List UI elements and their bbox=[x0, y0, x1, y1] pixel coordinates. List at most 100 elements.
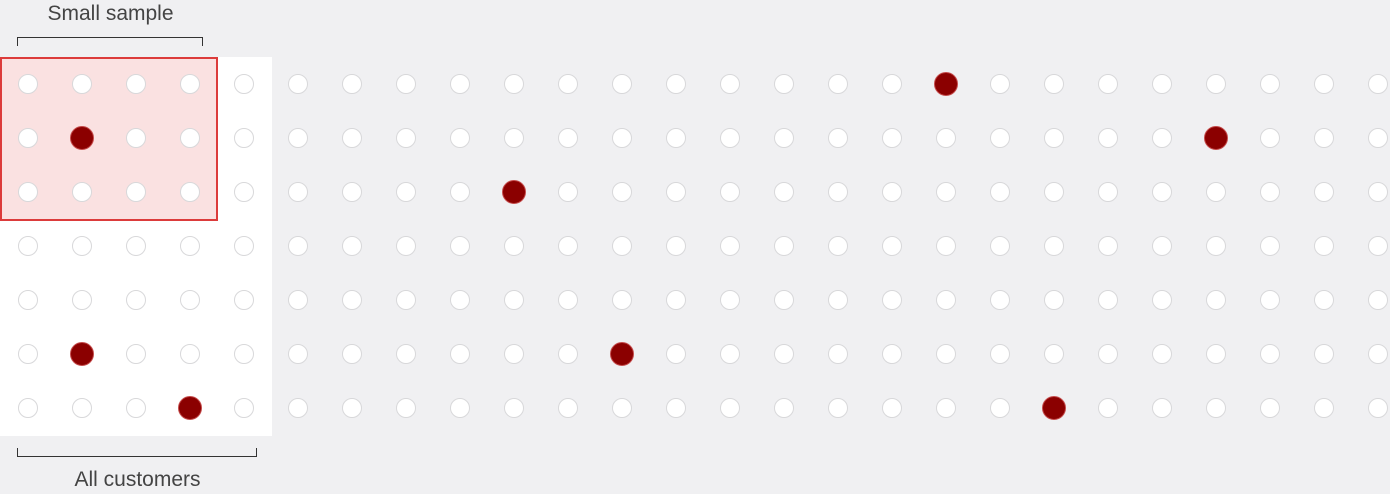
customer-dot bbox=[342, 128, 362, 148]
customer-dot bbox=[558, 398, 578, 418]
customer-dot bbox=[72, 290, 92, 310]
customer-dot bbox=[990, 236, 1010, 256]
all-customers-label: All customers bbox=[74, 468, 201, 491]
customer-dot bbox=[126, 182, 146, 202]
customer-dot bbox=[990, 182, 1010, 202]
customer-dot bbox=[1260, 182, 1280, 202]
customer-dot bbox=[882, 398, 902, 418]
customer-dot bbox=[1152, 344, 1172, 364]
customer-dot bbox=[882, 290, 902, 310]
customer-dot bbox=[612, 74, 632, 94]
customer-dot bbox=[666, 74, 686, 94]
customer-dot bbox=[1098, 344, 1118, 364]
customer-dot bbox=[1152, 182, 1172, 202]
customer-dot bbox=[342, 182, 362, 202]
small-sample-label: Small sample bbox=[47, 2, 174, 25]
customer-dot bbox=[180, 290, 200, 310]
customer-dot bbox=[774, 182, 794, 202]
customer-dot bbox=[1314, 344, 1334, 364]
customer-dot bbox=[1152, 236, 1172, 256]
customer-dot bbox=[612, 398, 632, 418]
customer-dot bbox=[450, 128, 470, 148]
customer-dot bbox=[396, 290, 416, 310]
customer-dot bbox=[1368, 236, 1388, 256]
customer-dot bbox=[1206, 398, 1226, 418]
customer-dot bbox=[720, 344, 740, 364]
customer-dot bbox=[1098, 398, 1118, 418]
customer-dot bbox=[18, 344, 38, 364]
customer-dot bbox=[234, 182, 254, 202]
customer-dot bbox=[936, 398, 956, 418]
customer-dot bbox=[1260, 74, 1280, 94]
customer-dot-marked bbox=[70, 342, 94, 366]
customer-dot bbox=[558, 182, 578, 202]
customer-dot bbox=[1152, 74, 1172, 94]
customer-dot bbox=[936, 344, 956, 364]
customer-dot bbox=[990, 74, 1010, 94]
customer-dot bbox=[936, 236, 956, 256]
customer-dot bbox=[936, 290, 956, 310]
customer-dot bbox=[990, 290, 1010, 310]
customer-dot bbox=[720, 236, 740, 256]
customer-dot bbox=[1152, 128, 1172, 148]
customer-dot bbox=[720, 290, 740, 310]
customer-dot bbox=[126, 128, 146, 148]
customer-dot-marked bbox=[1042, 396, 1066, 420]
customer-dot bbox=[1260, 128, 1280, 148]
customer-dot bbox=[18, 182, 38, 202]
customer-dot bbox=[1260, 344, 1280, 364]
customer-dot bbox=[234, 236, 254, 256]
customer-dot bbox=[774, 236, 794, 256]
customer-dot bbox=[774, 128, 794, 148]
customer-dot bbox=[828, 398, 848, 418]
customer-dot bbox=[720, 398, 740, 418]
customer-dot bbox=[1044, 344, 1064, 364]
customer-dot bbox=[72, 74, 92, 94]
customer-dot bbox=[450, 398, 470, 418]
customer-dot bbox=[1098, 128, 1118, 148]
customer-dot bbox=[882, 236, 902, 256]
customer-dot bbox=[558, 128, 578, 148]
customer-dot bbox=[666, 236, 686, 256]
customer-dot bbox=[1206, 290, 1226, 310]
customer-dot bbox=[612, 290, 632, 310]
customer-dot bbox=[504, 74, 524, 94]
customer-dot bbox=[1314, 290, 1334, 310]
customer-dot bbox=[774, 290, 794, 310]
customer-dot bbox=[612, 128, 632, 148]
customer-dot bbox=[720, 74, 740, 94]
customer-dot bbox=[234, 344, 254, 364]
customer-dot bbox=[342, 398, 362, 418]
customer-dot bbox=[18, 290, 38, 310]
customer-dot bbox=[450, 236, 470, 256]
customer-dot bbox=[126, 398, 146, 418]
customer-dot bbox=[396, 398, 416, 418]
customer-dot bbox=[18, 128, 38, 148]
customer-dot bbox=[558, 74, 578, 94]
customer-dot bbox=[828, 344, 848, 364]
customer-dot bbox=[1044, 182, 1064, 202]
customer-dot bbox=[1368, 74, 1388, 94]
customer-dot bbox=[342, 236, 362, 256]
customer-dot bbox=[882, 74, 902, 94]
customer-dot bbox=[288, 398, 308, 418]
customer-dot bbox=[1314, 128, 1334, 148]
customer-dot bbox=[288, 182, 308, 202]
customer-dot bbox=[126, 344, 146, 364]
customer-dot bbox=[936, 128, 956, 148]
customer-dot bbox=[396, 128, 416, 148]
customer-dot bbox=[1260, 290, 1280, 310]
customer-dot bbox=[720, 182, 740, 202]
customer-dot bbox=[882, 128, 902, 148]
customer-dot bbox=[234, 74, 254, 94]
customer-dot bbox=[774, 398, 794, 418]
customer-dot-marked bbox=[1204, 126, 1228, 150]
customer-dot bbox=[396, 344, 416, 364]
customer-dot bbox=[1206, 182, 1226, 202]
customer-dot bbox=[1098, 182, 1118, 202]
customer-dot bbox=[774, 74, 794, 94]
customer-dot bbox=[450, 182, 470, 202]
customer-dot bbox=[18, 236, 38, 256]
